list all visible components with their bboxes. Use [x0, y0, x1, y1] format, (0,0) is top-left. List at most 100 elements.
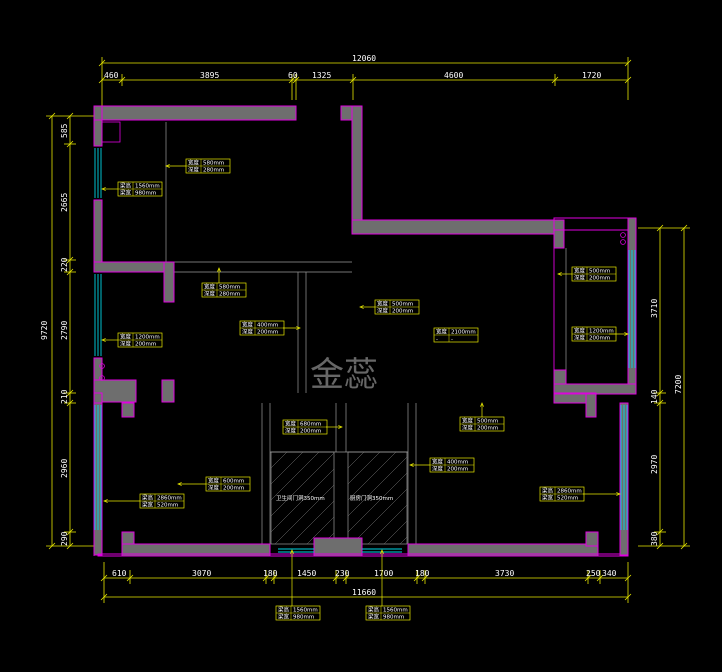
top-overall-dim: 12060 — [352, 54, 376, 63]
annotation-tag-t8-cell-1: 500mm — [589, 269, 610, 275]
left-dim-4: 2790 — [60, 321, 69, 340]
bottom-dim-5: 230 — [335, 569, 350, 578]
annotation-arrowhead-t17 — [380, 549, 384, 554]
outer-outline — [93, 105, 637, 557]
right-dim-4: 380 — [650, 531, 659, 546]
annotation-tag-t4-cell-1: 1200mm — [135, 335, 160, 341]
watermark-text: 金蕊 — [310, 355, 378, 395]
annotation-tag-t6-cell-2: 深度 — [377, 307, 389, 315]
annotation-tag-t15-cell-1: 2860mm — [557, 489, 582, 495]
annotation-tag-t2-cell-3: 980mm — [135, 191, 156, 197]
annotation-tag-t5-cell-0: 宽度 — [242, 321, 254, 329]
annotation-tag-t1-cell-3: 280mm — [203, 168, 224, 174]
left-dimension-chain — [46, 112, 96, 550]
right-overall-dim: 7200 — [674, 375, 683, 394]
annotation-tag-t7-cell-3: - — [451, 337, 453, 343]
annotation-tag-t5-cell-1: 400mm — [257, 323, 278, 329]
annotation-tag-t6-cell-1: 500mm — [392, 302, 413, 308]
pipe-markers — [99, 121, 626, 381]
annotation-tag-t13-cell-0: 宽度 — [208, 477, 220, 485]
annotation-tag-t11-cell-2: 深度 — [462, 424, 474, 432]
annotation-arrowhead-t14 — [103, 499, 108, 503]
annotation-tag-t15-cell-0: 梁高 — [542, 487, 554, 495]
annotation-arrowhead-t1 — [165, 164, 170, 168]
annotation-tag-t17-cell-2: 梁宽 — [368, 613, 380, 621]
annotation-tag-t2-cell-0: 梁高 — [120, 182, 132, 190]
annotation-tag-t12-cell-2: 深度 — [432, 465, 444, 473]
right-dimension-chain — [638, 224, 690, 550]
annotation-tag-t6-cell-3: 200mm — [392, 309, 413, 315]
right-dim-3: 2970 — [650, 455, 659, 474]
annotation-tag-t3-cell-2: 深度 — [204, 290, 216, 298]
left-dim-2: 2665 — [60, 193, 69, 212]
annotation-tag-t10-cell-2: 深度 — [285, 427, 297, 435]
annotation-tag-t12-cell-1: 400mm — [447, 460, 468, 466]
annotation-tag-t13-cell-2: 深度 — [208, 484, 220, 492]
annotation-arrowhead-t10 — [338, 425, 343, 429]
annotation-arrowhead-t4 — [101, 338, 106, 342]
annotation-tag-t8-cell-2: 深度 — [574, 274, 586, 282]
annotation-tag-t3-cell-0: 宽度 — [204, 283, 216, 291]
left-dim-6: 2960 — [60, 459, 69, 478]
annotation-arrowhead-t5 — [296, 326, 301, 330]
top-dim-5: 4600 — [444, 71, 463, 80]
annotation-tag-t2-cell-1: 1560mm — [135, 184, 160, 190]
bottom-dim-8: 3730 — [495, 569, 514, 578]
annotation-tag-t12-cell-3: 200mm — [447, 467, 468, 473]
annotation-tag-t1-cell-1: 580mm — [203, 161, 224, 167]
annotation-tag-t7-cell-1: 2100mm — [451, 330, 476, 336]
annotation-tag-t2-cell-2: 梁宽 — [120, 189, 132, 197]
bottom-dim-3: 180 — [263, 569, 278, 578]
bottom-dim-9: 250 — [586, 569, 601, 578]
annotation-tag-t3-cell-3: 280mm — [219, 292, 240, 298]
left-dim-5: 210 — [60, 389, 69, 404]
annotation-tag-t8-cell-0: 宽度 — [574, 267, 586, 275]
door-opening-hatch-right — [347, 451, 408, 545]
left-dim-7: 290 — [60, 531, 69, 546]
annotation-tag-t16-cell-0: 梁高 — [278, 606, 290, 614]
bottom-dim-2: 3070 — [192, 569, 211, 578]
windows — [94, 148, 636, 553]
top-dim-1: 460 — [104, 71, 119, 80]
annotation-tag-t3-cell-1: 580mm — [219, 285, 240, 291]
left-overall-dim: 9720 — [40, 321, 49, 340]
annotation-arrowhead-t8 — [557, 272, 562, 276]
right-dim-2: 140 — [650, 389, 659, 404]
annotation-arrowhead-t15 — [616, 492, 621, 496]
door-opening-hatch-left — [270, 451, 335, 545]
annotation-tag-t10-cell-1: 680mm — [300, 422, 321, 428]
right-dim-1: 3710 — [650, 299, 659, 318]
left-dim-3: 220 — [60, 257, 69, 272]
annotation-tag-t5-cell-3: 200mm — [257, 330, 278, 336]
annotation-tag-t4-cell-3: 200mm — [135, 342, 156, 348]
annotation-tag-t14-cell-0: 梁高 — [142, 494, 154, 502]
annotation-tag-t13-cell-3: 200mm — [223, 486, 244, 492]
top-dimension-chain — [98, 57, 632, 108]
annotation-tag-t13-cell-1: 600mm — [223, 479, 244, 485]
door-label-right: 厨房门洞350mm — [350, 494, 393, 502]
annotation-tag-t15-cell-2: 梁宽 — [542, 494, 554, 502]
annotation-arrowhead-t12 — [409, 463, 414, 467]
annotation-tag-t9-cell-0: 宽度 — [574, 327, 586, 335]
annotation-tag-t10-cell-3: 200mm — [300, 429, 321, 435]
top-dim-3: 60 — [288, 71, 298, 80]
bottom-dimension-chain — [100, 562, 632, 603]
annotation-tag-t16-cell-1: 1560mm — [293, 608, 318, 614]
annotation-tag-t10-cell-0: 宽度 — [285, 420, 297, 428]
